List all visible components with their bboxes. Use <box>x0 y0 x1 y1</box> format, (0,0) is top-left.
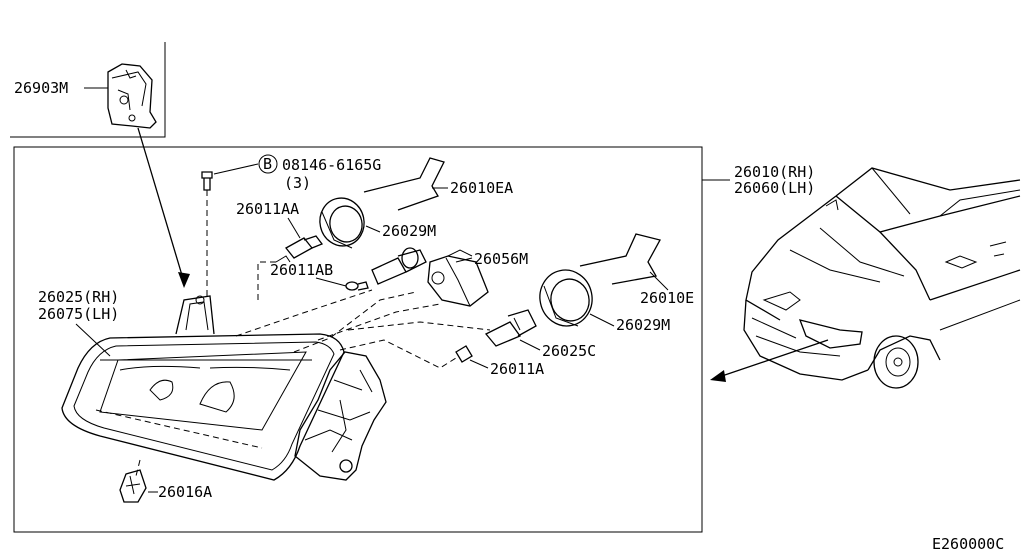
label-08146-6165g: 08146-6165G <box>282 156 381 174</box>
label-bolt-circle: B <box>263 155 272 173</box>
assembly-labels: 26010(RH) 26060(LH) <box>702 163 815 197</box>
label-26903m: 26903M <box>14 79 68 97</box>
cap-upper: 26010EA <box>363 157 513 211</box>
label-26010ea: 26010EA <box>450 179 513 197</box>
label-26025c: 26025C <box>542 342 596 360</box>
label-26011aa: 26011AA <box>236 200 299 218</box>
mounting-bolt: B 08146-6165G (3) <box>201 154 381 296</box>
socket-lower: 26025C <box>484 309 596 360</box>
ring-upper: 26029M <box>319 197 436 249</box>
label-26029m-lower: 26029M <box>616 316 670 334</box>
assembly-frame <box>13 146 703 533</box>
adjuster-26016a: 26016A <box>119 459 212 503</box>
label-26011ab: 26011AB <box>270 261 333 279</box>
label-26029m-upper: 26029M <box>382 222 436 240</box>
label-26011a: 26011A <box>490 360 544 378</box>
diagram-code: E260000C <box>932 535 1004 553</box>
car-illustration <box>710 167 1021 389</box>
label-bolt-qty: (3) <box>284 174 311 192</box>
label-26056m: 26056M <box>474 250 528 268</box>
cap-lower: 26010E <box>579 233 694 307</box>
bulb-26011aa: 26011AA <box>236 200 324 263</box>
label-26010e: 26010E <box>640 289 694 307</box>
socket-upper: 26056M <box>371 247 528 307</box>
lens-outline <box>61 333 345 481</box>
label-26025-rh: 26025(RH) <box>38 288 119 306</box>
headlamp-housing <box>61 295 387 481</box>
label-26010-rh: 26010(RH) <box>734 163 815 181</box>
label-26016a: 26016A <box>158 483 212 501</box>
bracket-part <box>107 63 157 129</box>
label-26060-lh: 26060(LH) <box>734 179 815 197</box>
bulb-26011ab: 26011AB <box>270 261 369 291</box>
assembly-guides <box>235 261 491 369</box>
bolt-callout-circle <box>258 154 278 174</box>
bracket-inset: 26903M <box>10 42 190 288</box>
label-26075-lh: 26075(LH) <box>38 305 119 323</box>
bulb-26011a: 26011A <box>455 345 544 378</box>
ring-lower: 26029M <box>539 269 670 334</box>
housing-labels: 26025(RH) 26075(LH) <box>38 288 119 357</box>
